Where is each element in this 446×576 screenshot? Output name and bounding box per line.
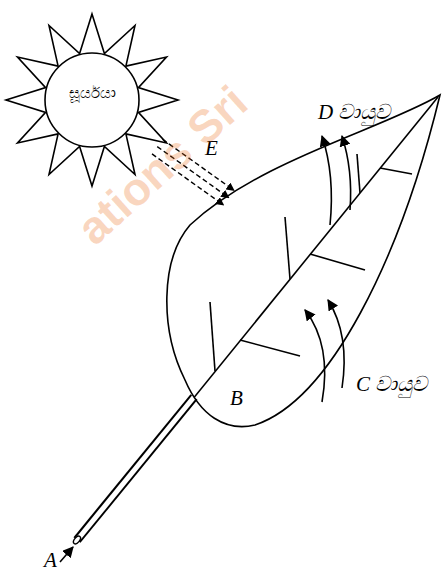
part-letter: B	[230, 386, 243, 411]
leaf-veins	[192, 97, 438, 400]
sun-label: සූර්යයා	[69, 84, 116, 102]
sun-circle: සූර්යයා	[44, 52, 140, 148]
gas-out-arrows	[322, 136, 351, 225]
water-arrow	[60, 547, 73, 562]
gas-label: C වායුව	[356, 372, 427, 397]
petiole	[72, 397, 194, 545]
gas-label: D වායුව	[318, 100, 390, 125]
part-letter: A	[44, 548, 57, 573]
